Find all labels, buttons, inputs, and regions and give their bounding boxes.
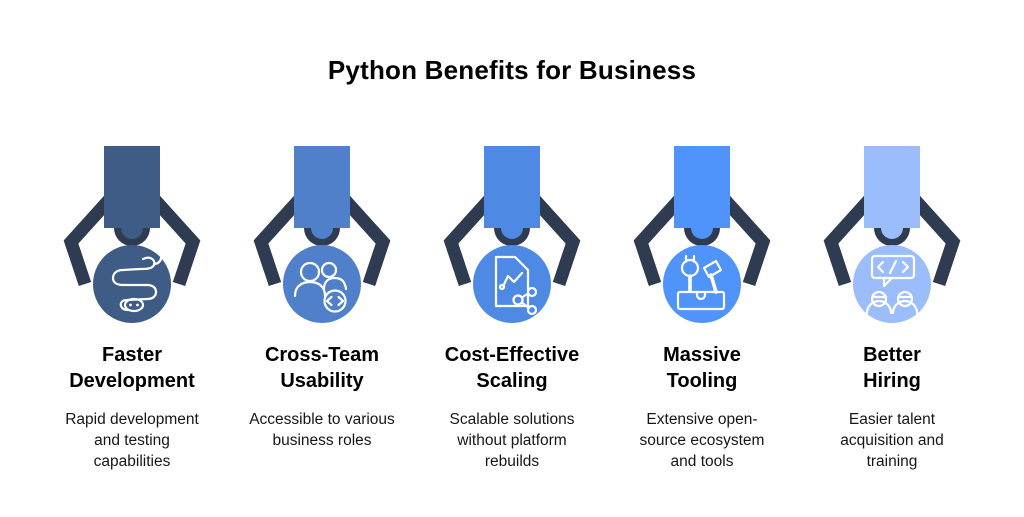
benefit-circle <box>663 245 741 323</box>
benefit-column-cost-effective-scaling: Cost-Effective Scaling Scalable solution… <box>417 138 607 472</box>
snake-head <box>123 297 145 313</box>
claw-right-arm <box>720 195 771 287</box>
snake-eye-right <box>136 303 139 307</box>
code-chevron-right <box>901 260 910 274</box>
code-chevron-left <box>876 260 885 274</box>
claw-arm-column <box>104 146 160 228</box>
claw-machine-graphic <box>253 146 391 323</box>
code-chevron-right <box>337 295 345 307</box>
speech-bubble-tail <box>882 276 894 288</box>
share-node-bottom <box>526 304 538 316</box>
claw-pivot-inner <box>121 217 143 239</box>
toolbox-tools-icon <box>676 254 726 311</box>
claw-right-arm <box>340 195 391 287</box>
benefit-column-massive-tooling: Massive Tooling Extensive open-source ec… <box>607 138 797 472</box>
snake-eye-left <box>129 303 132 307</box>
benefit-circle <box>473 245 551 323</box>
claw-left-arm <box>253 195 304 287</box>
document-outline <box>494 255 530 308</box>
claw-pivot-inner <box>311 217 333 239</box>
benefit-column-better-hiring: Better Hiring Easier talent acquisition … <box>797 138 987 472</box>
benefit-title: Cost-Effective Scaling <box>444 344 580 392</box>
code-badge-circle <box>323 289 347 313</box>
benefit-description: Rapid development and testing capabiliti… <box>65 411 199 470</box>
wrench-prongs <box>684 254 696 263</box>
claw-arm-column <box>294 146 350 228</box>
chat-code-people-icon <box>865 254 919 315</box>
claw-pivot-inner <box>501 217 523 239</box>
benefit-column-cross-team-usability: Cross-Team Usability Accessible to vario… <box>227 138 417 472</box>
claw-machine-graphic <box>823 146 961 323</box>
page-title: Python Benefits for Business <box>327 55 697 85</box>
claw-machine-graphic <box>633 146 771 323</box>
chart-point <box>498 283 506 291</box>
chart-line <box>502 271 524 287</box>
code-slash <box>888 259 898 275</box>
code-chevron-left <box>325 295 333 307</box>
hammer-handle <box>709 273 718 294</box>
person-left-shoulders <box>865 299 893 315</box>
benefit-description: Scalable solutions without platform rebu… <box>449 411 575 470</box>
claw-right-arm <box>530 195 581 287</box>
toolbox-box <box>676 290 726 311</box>
share-node-center <box>512 294 524 306</box>
benefit-title: Massive Tooling <box>663 344 741 392</box>
python-snake-icon <box>111 256 163 313</box>
benefit-column-faster-development: Faster Development Rapid development and… <box>37 138 227 472</box>
claw-arm-column <box>674 146 730 228</box>
person-right-head <box>896 290 914 308</box>
benefit-title: Cross-Team Usability <box>264 344 380 392</box>
claw-left-arm <box>63 195 114 287</box>
document-chart-share-icon <box>494 255 538 316</box>
person-back-head <box>320 261 338 279</box>
toolbox-notch <box>695 290 707 301</box>
snake-tail <box>152 256 163 266</box>
snake-body <box>111 256 158 312</box>
person-back-shoulders <box>322 276 348 291</box>
person-front-shoulders <box>293 280 327 298</box>
claw-pivot-inner <box>881 217 903 239</box>
hammer-head <box>702 259 723 279</box>
claw-machine-graphic <box>443 146 581 323</box>
claw-machine-graphic <box>63 146 201 323</box>
benefit-description: Extensive open-source ecosystem and tool… <box>639 411 765 470</box>
claw-left-arm <box>823 195 874 287</box>
person-right-shoulders <box>891 299 919 315</box>
benefit-description: Accessible to various business roles <box>249 411 395 449</box>
benefit-title: Better Hiring <box>863 344 921 392</box>
team-code-icon <box>293 261 348 313</box>
person-left-head <box>870 290 888 308</box>
benefit-title: Faster Development <box>69 344 195 392</box>
claw-right-arm <box>150 195 201 287</box>
share-node-top <box>526 286 538 298</box>
claw-left-arm <box>443 195 494 287</box>
benefit-circle <box>283 245 361 323</box>
claw-left-arm <box>633 195 684 287</box>
benefit-description: Easier talent acquisition and training <box>840 411 944 470</box>
claw-pivot-inner <box>691 217 713 239</box>
claw-right-arm <box>910 195 961 287</box>
claw-arm-column <box>864 146 920 228</box>
benefit-columns: Faster Development Rapid development and… <box>0 138 1024 472</box>
claw-arm-column <box>484 146 540 228</box>
